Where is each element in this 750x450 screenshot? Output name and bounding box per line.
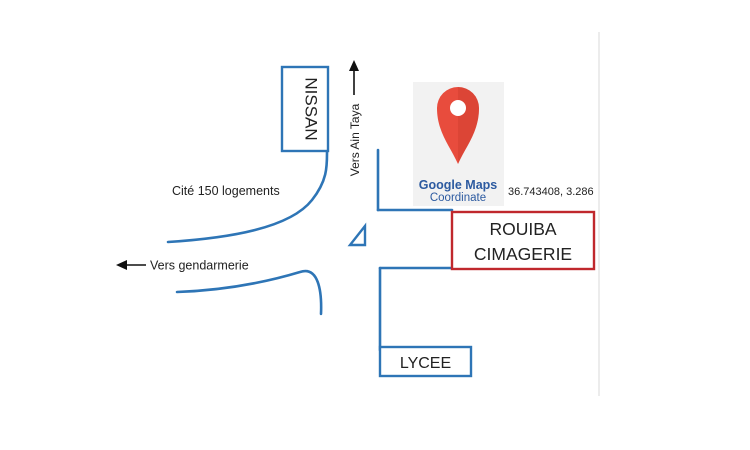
logo-title: Google Maps xyxy=(419,178,498,192)
rouiba-cimagerie-box: ROUIBA CIMAGERIE xyxy=(450,210,596,271)
arrow-left-icon xyxy=(116,260,146,270)
cite-label: Cité 150 logements xyxy=(172,184,280,198)
arrow-up-icon xyxy=(349,60,359,95)
lycee-label: LYCEE xyxy=(400,355,451,372)
road-network xyxy=(166,148,454,352)
nissan-label: NISSAN xyxy=(302,77,321,140)
cimagerie-label: CIMAGERIE xyxy=(474,244,572,264)
road-lower-curve xyxy=(175,269,323,316)
nissan-box: NISSAN xyxy=(280,65,330,153)
rouiba-label: ROUIBA xyxy=(489,219,556,239)
vers-ain-taya-label: Vers Ain Taya xyxy=(348,103,362,176)
lycee-box: LYCEE xyxy=(378,345,473,378)
map-pin-icon xyxy=(437,87,479,164)
logo-subtitle: Coordinate xyxy=(430,192,486,204)
coordinates-text: 36.743408, 3.286 xyxy=(508,186,594,198)
google-maps-logo: Google Maps Coordinate xyxy=(413,82,504,206)
triangle-icon xyxy=(347,222,367,247)
vers-gendarmerie-label: Vers gendarmerie xyxy=(150,259,249,273)
road-upper-curve xyxy=(166,148,329,244)
